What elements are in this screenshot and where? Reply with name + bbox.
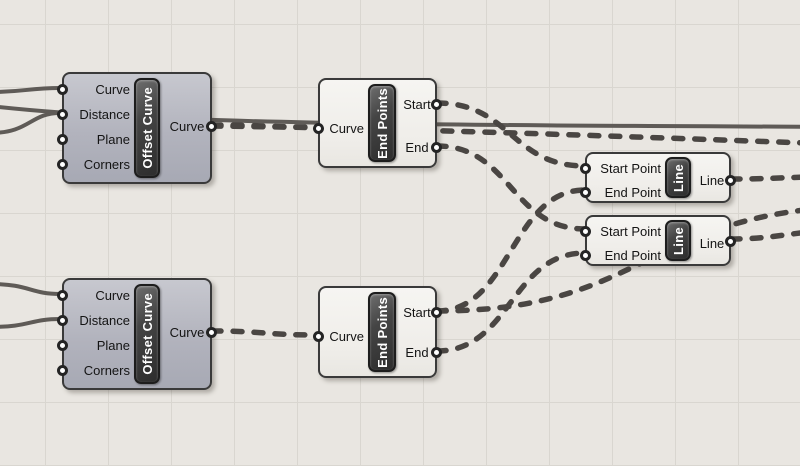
- port-output-end[interactable]: [431, 347, 442, 358]
- port-input-plane[interactable]: [57, 134, 68, 145]
- port-input-start-point[interactable]: [580, 163, 591, 174]
- input-label-distance: Distance: [79, 107, 130, 122]
- input-label-start-point: Start Point: [600, 224, 661, 239]
- output-label-start: Start: [403, 97, 431, 112]
- input-label-curve: Curve: [329, 329, 364, 344]
- input-label-corners: Corners: [83, 157, 130, 172]
- output-label-curve: Curve: [169, 325, 205, 340]
- input-label-curve: Curve: [329, 121, 364, 136]
- output-label-start: Start: [403, 305, 431, 320]
- wire-left-to-offset-top-curve: [0, 86, 62, 94]
- port-input-corners[interactable]: [57, 159, 68, 170]
- port-input-plane[interactable]: [57, 340, 68, 351]
- port-input-end-point[interactable]: [580, 250, 591, 261]
- wire-line-bottom-out-to-offscreen-right: [728, 230, 800, 242]
- input-label-end-point: End Point: [604, 248, 661, 263]
- wire-endpoints-bottom-end-to-line-bottom-end: [434, 250, 588, 354]
- wire-offset-top-to-offscreen-right: [209, 123, 800, 146]
- port-output-line[interactable]: [725, 175, 736, 186]
- component-title-capsule[interactable]: End Points: [368, 84, 396, 162]
- component-offset-curve-top[interactable]: Curve Distance Plane Corners Offset Curv…: [57, 72, 217, 184]
- component-end-points-top[interactable]: Curve End Points Start End: [313, 78, 442, 168]
- wire-left-to-offset-bottom-distance: [0, 317, 62, 329]
- port-input-distance[interactable]: [57, 109, 68, 120]
- input-label-distance: Distance: [79, 313, 130, 328]
- input-label-corners: Corners: [83, 363, 130, 378]
- port-output-end[interactable]: [431, 142, 442, 153]
- port-output-start[interactable]: [431, 99, 442, 110]
- component-title: End Points: [374, 87, 390, 159]
- component-end-points-bottom[interactable]: Curve End Points Start End: [313, 286, 442, 378]
- wire-endpoints-top-start-to-line-top-start: [434, 100, 588, 169]
- input-label-plane: Plane: [96, 338, 130, 353]
- input-label-start-point: Start Point: [600, 161, 661, 176]
- port-output-start[interactable]: [431, 307, 442, 318]
- component-title-capsule[interactable]: End Points: [368, 292, 396, 372]
- output-label-end: End: [405, 140, 429, 155]
- component-line-top[interactable]: Start Point End Point Line Line: [580, 152, 736, 203]
- wire-endpoints-top-end-to-line-bottom-start: [434, 143, 588, 232]
- port-input-curve[interactable]: [313, 123, 324, 134]
- component-title: End Points: [374, 296, 390, 368]
- input-label-plane: Plane: [96, 132, 130, 147]
- port-input-end-point[interactable]: [580, 187, 591, 198]
- component-title: Line: [670, 163, 686, 192]
- wire-left-to-offset-bottom-curve: [0, 282, 62, 296]
- port-input-distance[interactable]: [57, 315, 68, 326]
- input-label-curve: Curve: [95, 288, 130, 303]
- component-title: Line: [670, 226, 686, 255]
- wire-line-top-out-to-offscreen-right: [728, 174, 800, 182]
- output-label-line: Line: [699, 236, 725, 251]
- component-title-capsule[interactable]: Line: [665, 157, 691, 198]
- component-title: Offset Curve: [139, 87, 155, 169]
- port-output-curve[interactable]: [206, 327, 217, 338]
- component-title-capsule[interactable]: Offset Curve: [134, 284, 160, 384]
- port-output-line[interactable]: [725, 236, 736, 247]
- component-title-capsule[interactable]: Offset Curve: [134, 78, 160, 178]
- wire-left-to-offset-top-distance: [0, 111, 62, 135]
- port-input-corners[interactable]: [57, 365, 68, 376]
- output-label-line: Line: [699, 173, 725, 188]
- wire-offset-bottom-to-endpoints-bottom: [209, 328, 321, 338]
- component-title: Offset Curve: [139, 293, 155, 375]
- component-offset-curve-bottom[interactable]: Curve Distance Plane Corners Offset Curv…: [57, 278, 217, 390]
- port-input-curve[interactable]: [57, 84, 68, 95]
- output-label-curve: Curve: [169, 119, 205, 134]
- output-label-end: End: [405, 345, 429, 360]
- component-line-bottom[interactable]: Start Point End Point Line Line: [580, 215, 736, 266]
- input-label-curve: Curve: [95, 82, 130, 97]
- component-title-capsule[interactable]: Line: [665, 220, 691, 261]
- port-input-start-point[interactable]: [580, 226, 591, 237]
- input-label-end-point: End Point: [604, 185, 661, 200]
- port-input-curve[interactable]: [57, 290, 68, 301]
- wire-endpoints-bottom-start-to-line-top-end: [434, 187, 588, 314]
- port-output-curve[interactable]: [206, 121, 217, 132]
- port-input-curve[interactable]: [313, 331, 324, 342]
